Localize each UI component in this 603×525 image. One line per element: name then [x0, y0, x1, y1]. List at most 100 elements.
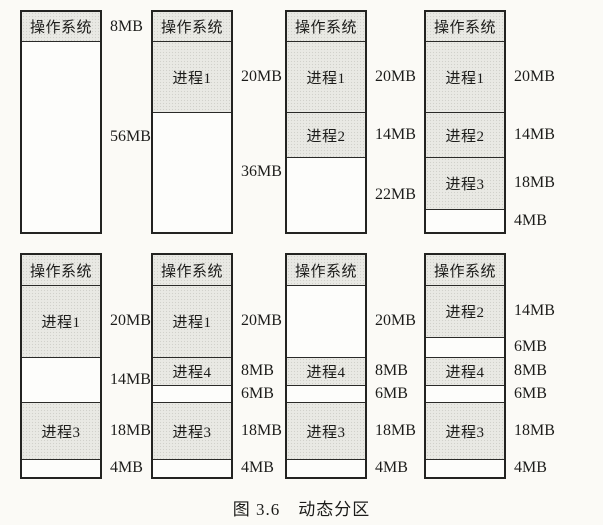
partition-os: 操作系统: [287, 255, 365, 285]
memory-box: 操作系统进程1 进程2: [285, 10, 367, 234]
partition-label: 进程3: [172, 424, 212, 441]
partition-free: [287, 385, 365, 402]
size-cell: 22MB: [375, 157, 416, 232]
size-cell: [241, 12, 282, 41]
size-label: 14MB: [514, 302, 555, 319]
partition-free: [426, 459, 504, 477]
size-label: 6MB: [514, 338, 547, 355]
size-cell: 4MB: [241, 459, 282, 477]
partition-free: [287, 459, 365, 477]
size-cell: [241, 255, 282, 285]
partition-label: 操作系统: [294, 20, 357, 36]
size-label-column: 20MB 14MB 18MB 4MB: [110, 253, 151, 477]
partition-process: 进程3: [287, 402, 365, 459]
size-label: 14MB: [110, 370, 151, 388]
size-label: 36MB: [241, 163, 282, 180]
memory-box: 操作系统进程1 进程4 进程3: [151, 253, 233, 479]
partition-process: 进程3: [426, 157, 504, 209]
partition-label: 进程2: [445, 128, 485, 145]
partition-label: 进程3: [445, 424, 485, 441]
size-label-column: 20MB 36MB: [241, 10, 282, 232]
size-label: 22MB: [375, 185, 416, 203]
partition-process: 进程4: [426, 357, 504, 385]
size-label: 20MB: [514, 67, 555, 85]
size-label: 18MB: [110, 421, 151, 439]
size-cell: 20MB: [375, 285, 416, 357]
size-cell: 14MB: [514, 285, 555, 337]
memory-box: 操作系统进程4 进程3: [285, 253, 367, 479]
partition-process: 进程1: [287, 41, 365, 112]
partition-process: 进程3: [22, 402, 100, 459]
partition-label: 进程2: [306, 128, 346, 145]
partition-process: 进程2: [287, 112, 365, 157]
size-cell: 18MB: [375, 402, 416, 459]
size-cell: 18MB: [514, 157, 555, 209]
size-cell: 4MB: [375, 459, 416, 477]
size-label: 20MB: [375, 67, 416, 85]
size-label: 56MB: [110, 127, 151, 145]
size-cell: 20MB: [375, 41, 416, 112]
size-cell: 4MB: [514, 209, 555, 232]
partition-process: 进程4: [153, 357, 231, 385]
partition-free: [153, 385, 231, 402]
partition-free: [153, 459, 231, 477]
size-cell: 36MB: [241, 112, 282, 232]
size-label: 4MB: [241, 459, 274, 476]
partition-os: 操作系统: [22, 12, 100, 41]
size-label: 6MB: [514, 384, 547, 402]
size-label: 20MB: [110, 312, 151, 329]
size-cell: 14MB: [110, 357, 151, 402]
size-cell: [375, 255, 416, 285]
size-cell: 18MB: [241, 402, 282, 459]
partition-label: 进程3: [41, 424, 81, 441]
size-cell: 20MB: [514, 41, 555, 112]
size-cell: 8MB: [514, 357, 555, 385]
size-cell: 18MB: [110, 402, 151, 459]
size-label: 18MB: [375, 421, 416, 439]
partition-free: [426, 337, 504, 357]
size-label: 4MB: [375, 459, 408, 476]
partition-process: 进程2: [426, 285, 504, 337]
size-label: 8MB: [110, 17, 143, 35]
size-cell: [110, 255, 151, 285]
figure-caption: 图 3.6 动态分区: [232, 500, 371, 519]
partition-process: 进程1: [153, 285, 231, 357]
size-cell: 20MB: [241, 41, 282, 112]
partition-process: 进程2: [426, 112, 504, 157]
partition-free: [426, 209, 504, 232]
size-label: 4MB: [514, 211, 547, 229]
partition-free: [22, 459, 100, 477]
size-cell: 4MB: [110, 459, 151, 477]
partition-os: 操作系统: [153, 12, 231, 41]
partition-os: 操作系统: [153, 255, 231, 285]
partition-label: 进程3: [445, 177, 485, 193]
size-label: 20MB: [241, 312, 282, 329]
size-label: 18MB: [241, 421, 282, 439]
size-cell: 18MB: [514, 402, 555, 459]
partition-label: 进程4: [172, 365, 212, 381]
size-label: 18MB: [514, 421, 555, 439]
partition-label: 进程2: [445, 305, 485, 321]
partition-free: [22, 41, 100, 232]
size-label: 8MB: [375, 362, 408, 379]
size-label: 8MB: [514, 362, 547, 379]
size-label: 14MB: [375, 125, 416, 143]
size-cell: [375, 12, 416, 41]
partition-os: 操作系统: [22, 255, 100, 285]
partition-process: 进程4: [287, 357, 365, 385]
partition-free: [426, 385, 504, 402]
size-cell: 20MB: [241, 285, 282, 357]
size-cell: 8MB: [375, 357, 416, 385]
partition-os: 操作系统: [287, 12, 365, 41]
